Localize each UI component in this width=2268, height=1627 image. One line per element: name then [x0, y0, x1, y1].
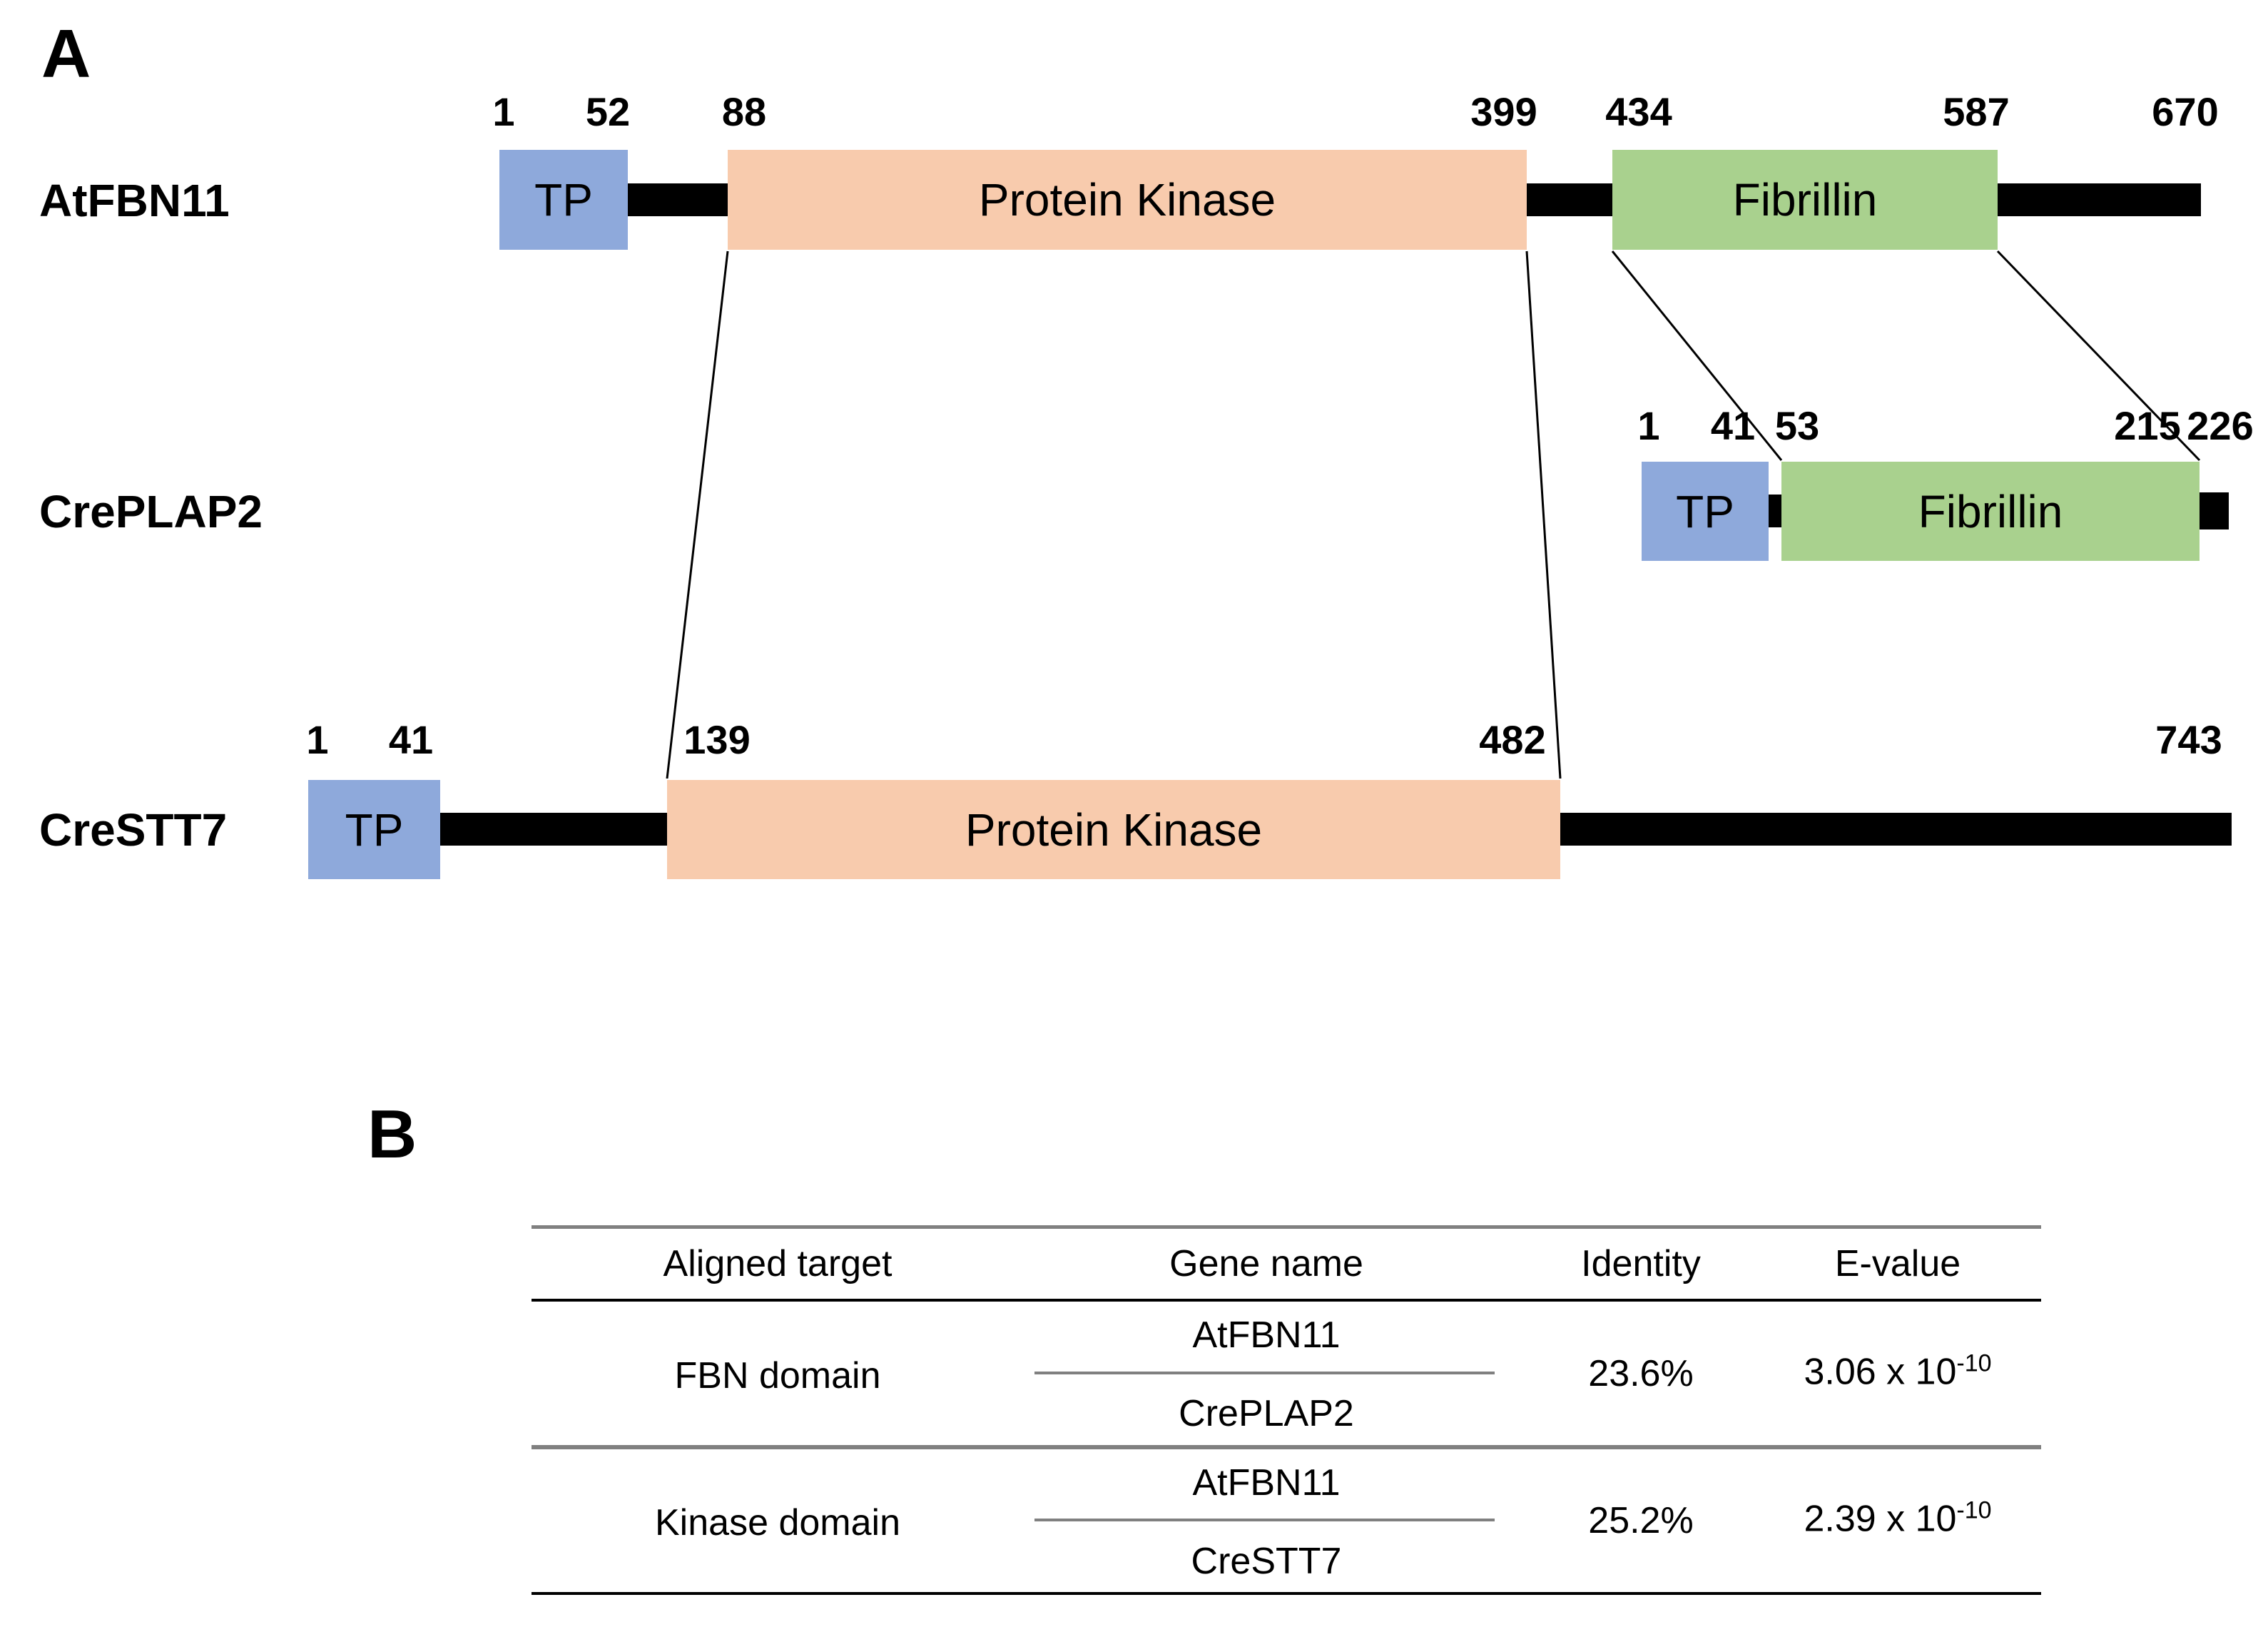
cell-aligned-target: FBN domain	[674, 1355, 881, 1397]
cell-gene-name: AtFBN11	[1192, 1314, 1341, 1356]
residue-label: 587	[1943, 89, 2010, 134]
panel-a-label: A	[41, 16, 91, 92]
evalue-exponent: -10	[1956, 1496, 1992, 1524]
evalue-base: 3.06 x 10	[1804, 1351, 1957, 1393]
gene-pair-divider	[1034, 1519, 1495, 1521]
domain-box-tp: TP	[499, 150, 628, 250]
table-header-divider	[532, 1299, 2041, 1302]
protein-name-crestt7: CreSTT7	[39, 804, 228, 856]
residue-label: 1	[1637, 403, 1660, 448]
residue-label: 53	[1774, 403, 1820, 448]
backbone-bar	[1998, 183, 2201, 216]
table-row-divider	[532, 1445, 2041, 1449]
backbone-bar	[440, 813, 667, 846]
residue-label: 139	[683, 717, 751, 762]
residue-label: 41	[1710, 403, 1756, 448]
panel-b-label: B	[367, 1096, 417, 1172]
homology-line-kinase-left	[666, 250, 729, 779]
domain-box-tp: TP	[308, 780, 440, 879]
col-header-evalue: E-value	[1834, 1243, 1961, 1284]
protein-name-creplap2: CrePLAP2	[39, 486, 263, 537]
cell-evalue: 2.39 x 10-10	[1804, 1498, 1991, 1537]
residue-label: 1	[492, 89, 515, 134]
cell-identity: 25.2%	[1588, 1500, 1694, 1541]
cell-gene-name: AtFBN11	[1192, 1462, 1341, 1504]
table-top-border	[532, 1225, 2041, 1229]
gene-pair-divider	[1034, 1372, 1495, 1374]
backbone-bar	[1560, 813, 2232, 846]
cell-identity: 23.6%	[1588, 1353, 1694, 1394]
cell-aligned-target: Kinase domain	[655, 1502, 900, 1544]
col-header-gene-name: Gene name	[1169, 1243, 1363, 1284]
residue-label: 482	[1479, 717, 1546, 762]
residue-label: 399	[1470, 89, 1537, 134]
backbone-bar	[628, 183, 728, 216]
col-header-aligned-target: Aligned target	[663, 1243, 893, 1284]
residue-label: 670	[2152, 89, 2219, 134]
backbone-bar	[1769, 495, 1784, 527]
homology-line-kinase-right	[1525, 250, 1562, 779]
domain-box-tp: TP	[1642, 462, 1769, 561]
residue-label: 743	[2155, 717, 2222, 762]
evalue-base: 2.39 x 10	[1804, 1498, 1957, 1540]
protein-name-atfbn11: AtFBN11	[39, 175, 230, 226]
residue-label: 1	[306, 717, 329, 762]
domain-box-fibrillin: Fibrillin	[1612, 150, 1998, 250]
cell-gene-name: CreSTT7	[1191, 1541, 1342, 1582]
domain-box-protein-kinase: Protein Kinase	[667, 780, 1560, 879]
col-header-identity: Identity	[1581, 1243, 1701, 1284]
domain-box-fibrillin: Fibrillin	[1781, 462, 2200, 561]
residue-label: 226	[2187, 403, 2254, 448]
residue-label: 215	[2114, 403, 2181, 448]
residue-label: 88	[721, 89, 767, 134]
backbone-bar	[1527, 183, 1612, 216]
table-bottom-border	[532, 1592, 2041, 1595]
evalue-exponent: -10	[1956, 1349, 1992, 1377]
residue-label: 41	[388, 717, 434, 762]
residue-label: 434	[1605, 89, 1672, 134]
backbone-bar	[2200, 492, 2229, 529]
cell-evalue: 3.06 x 10-10	[1804, 1351, 1991, 1390]
cell-gene-name: CrePLAP2	[1179, 1393, 1354, 1434]
domain-box-protein-kinase: Protein Kinase	[728, 150, 1527, 250]
residue-label: 52	[585, 89, 631, 134]
